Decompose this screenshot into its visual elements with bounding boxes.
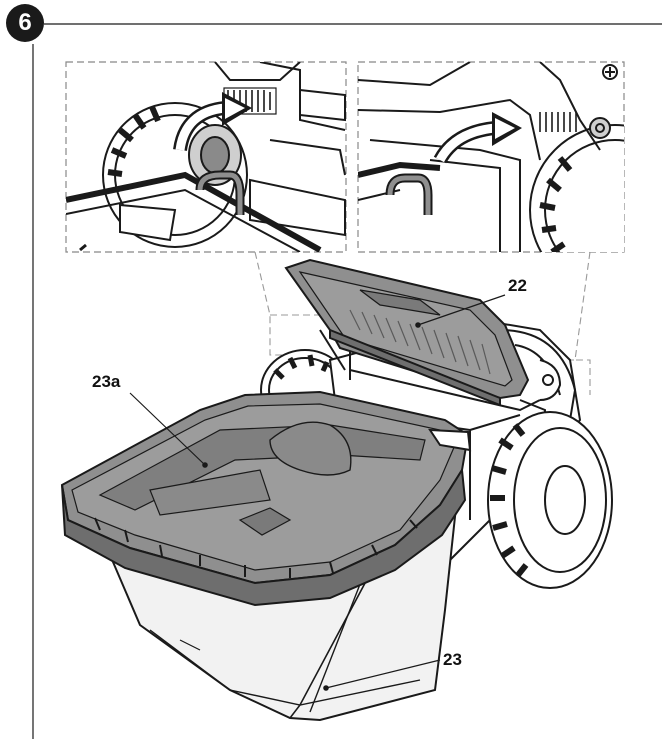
callout-leaders	[129, 294, 506, 691]
leader-23	[325, 659, 441, 689]
callout-label-22: 22	[508, 276, 527, 295]
detail-inset-right	[357, 61, 625, 253]
callout-label-23: 23	[443, 650, 462, 669]
detail-inset-left	[65, 61, 347, 253]
flap-lid	[284, 258, 530, 407]
callout-label-23a: 23a	[92, 372, 121, 391]
leader-23a	[129, 392, 206, 466]
step-number-badge: 6	[6, 4, 44, 42]
leader-22	[417, 294, 506, 326]
leader-22-dot	[415, 322, 421, 328]
front-wheel-right	[487, 411, 613, 589]
leader-23-dot	[323, 685, 329, 691]
leader-23a-dot	[202, 462, 208, 468]
mower-main-illustration	[60, 258, 613, 722]
bag-top-cover	[60, 390, 472, 607]
